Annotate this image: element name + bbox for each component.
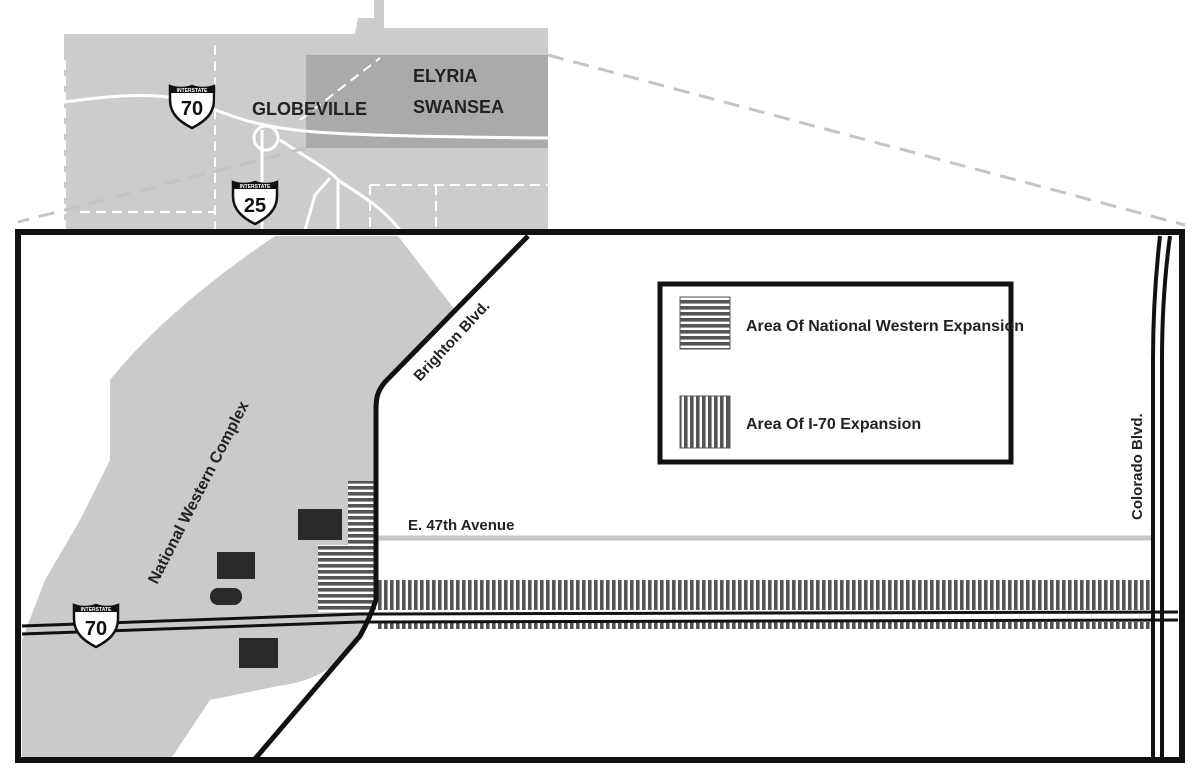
legend-label-i70: Area Of I-70 Expansion bbox=[746, 416, 921, 433]
building bbox=[217, 552, 255, 579]
svg-text:70: 70 bbox=[181, 98, 203, 120]
legend: Area Of National Western Expansion Area … bbox=[657, 281, 1024, 465]
neighborhood-label-elyria: ELYRIA bbox=[413, 66, 477, 86]
national-western-expansion-area bbox=[318, 481, 376, 612]
i70-expansion-area bbox=[376, 580, 1152, 610]
svg-text:INTERSTATE: INTERSTATE bbox=[240, 184, 271, 190]
inset-interchange bbox=[252, 124, 280, 152]
building bbox=[210, 588, 242, 605]
legend-label-national-western: Area Of National Western Expansion bbox=[746, 318, 1024, 335]
colorado-boulevard-road bbox=[1151, 235, 1172, 760]
neighborhood-label-swansea: SWANSEA bbox=[413, 97, 504, 117]
i70-expansion-area-lower bbox=[376, 622, 1152, 629]
inset-map: GLOBEVILLE ELYRIA SWANSEA INTERSTATE 70 … bbox=[63, 0, 549, 231]
svg-text:25: 25 bbox=[244, 195, 266, 217]
interstate-70-shield-inset: INTERSTATE 70 bbox=[168, 84, 216, 130]
interstate-70-shield-main: INTERSTATE 70 bbox=[72, 603, 120, 649]
interstate-25-shield-inset: INTERSTATE 25 bbox=[231, 180, 279, 226]
neighborhood-label-globeville: GLOBEVILLE bbox=[252, 99, 367, 119]
building bbox=[298, 509, 342, 540]
brighton-boulevard-road bbox=[252, 234, 530, 762]
main-map: National Western Complex Brighton Blvd. … bbox=[15, 229, 1185, 763]
street-label-colorado: Colorado Blvd. bbox=[1129, 413, 1146, 520]
svg-text:INTERSTATE: INTERSTATE bbox=[81, 607, 112, 613]
svg-text:70: 70 bbox=[85, 618, 107, 640]
main-map-frame bbox=[15, 229, 1185, 763]
legend-swatch-horizontal bbox=[679, 296, 731, 350]
buildings bbox=[210, 509, 342, 668]
building bbox=[239, 638, 278, 668]
inset-dashed-roads bbox=[64, 45, 548, 230]
interstate-70-highway bbox=[21, 610, 1179, 636]
legend-swatch-vertical bbox=[679, 395, 731, 449]
svg-text:INTERSTATE: INTERSTATE bbox=[177, 88, 208, 94]
street-label-e47th: E. 47th Avenue bbox=[408, 517, 514, 534]
zoom-connector-lines bbox=[17, 53, 1186, 227]
